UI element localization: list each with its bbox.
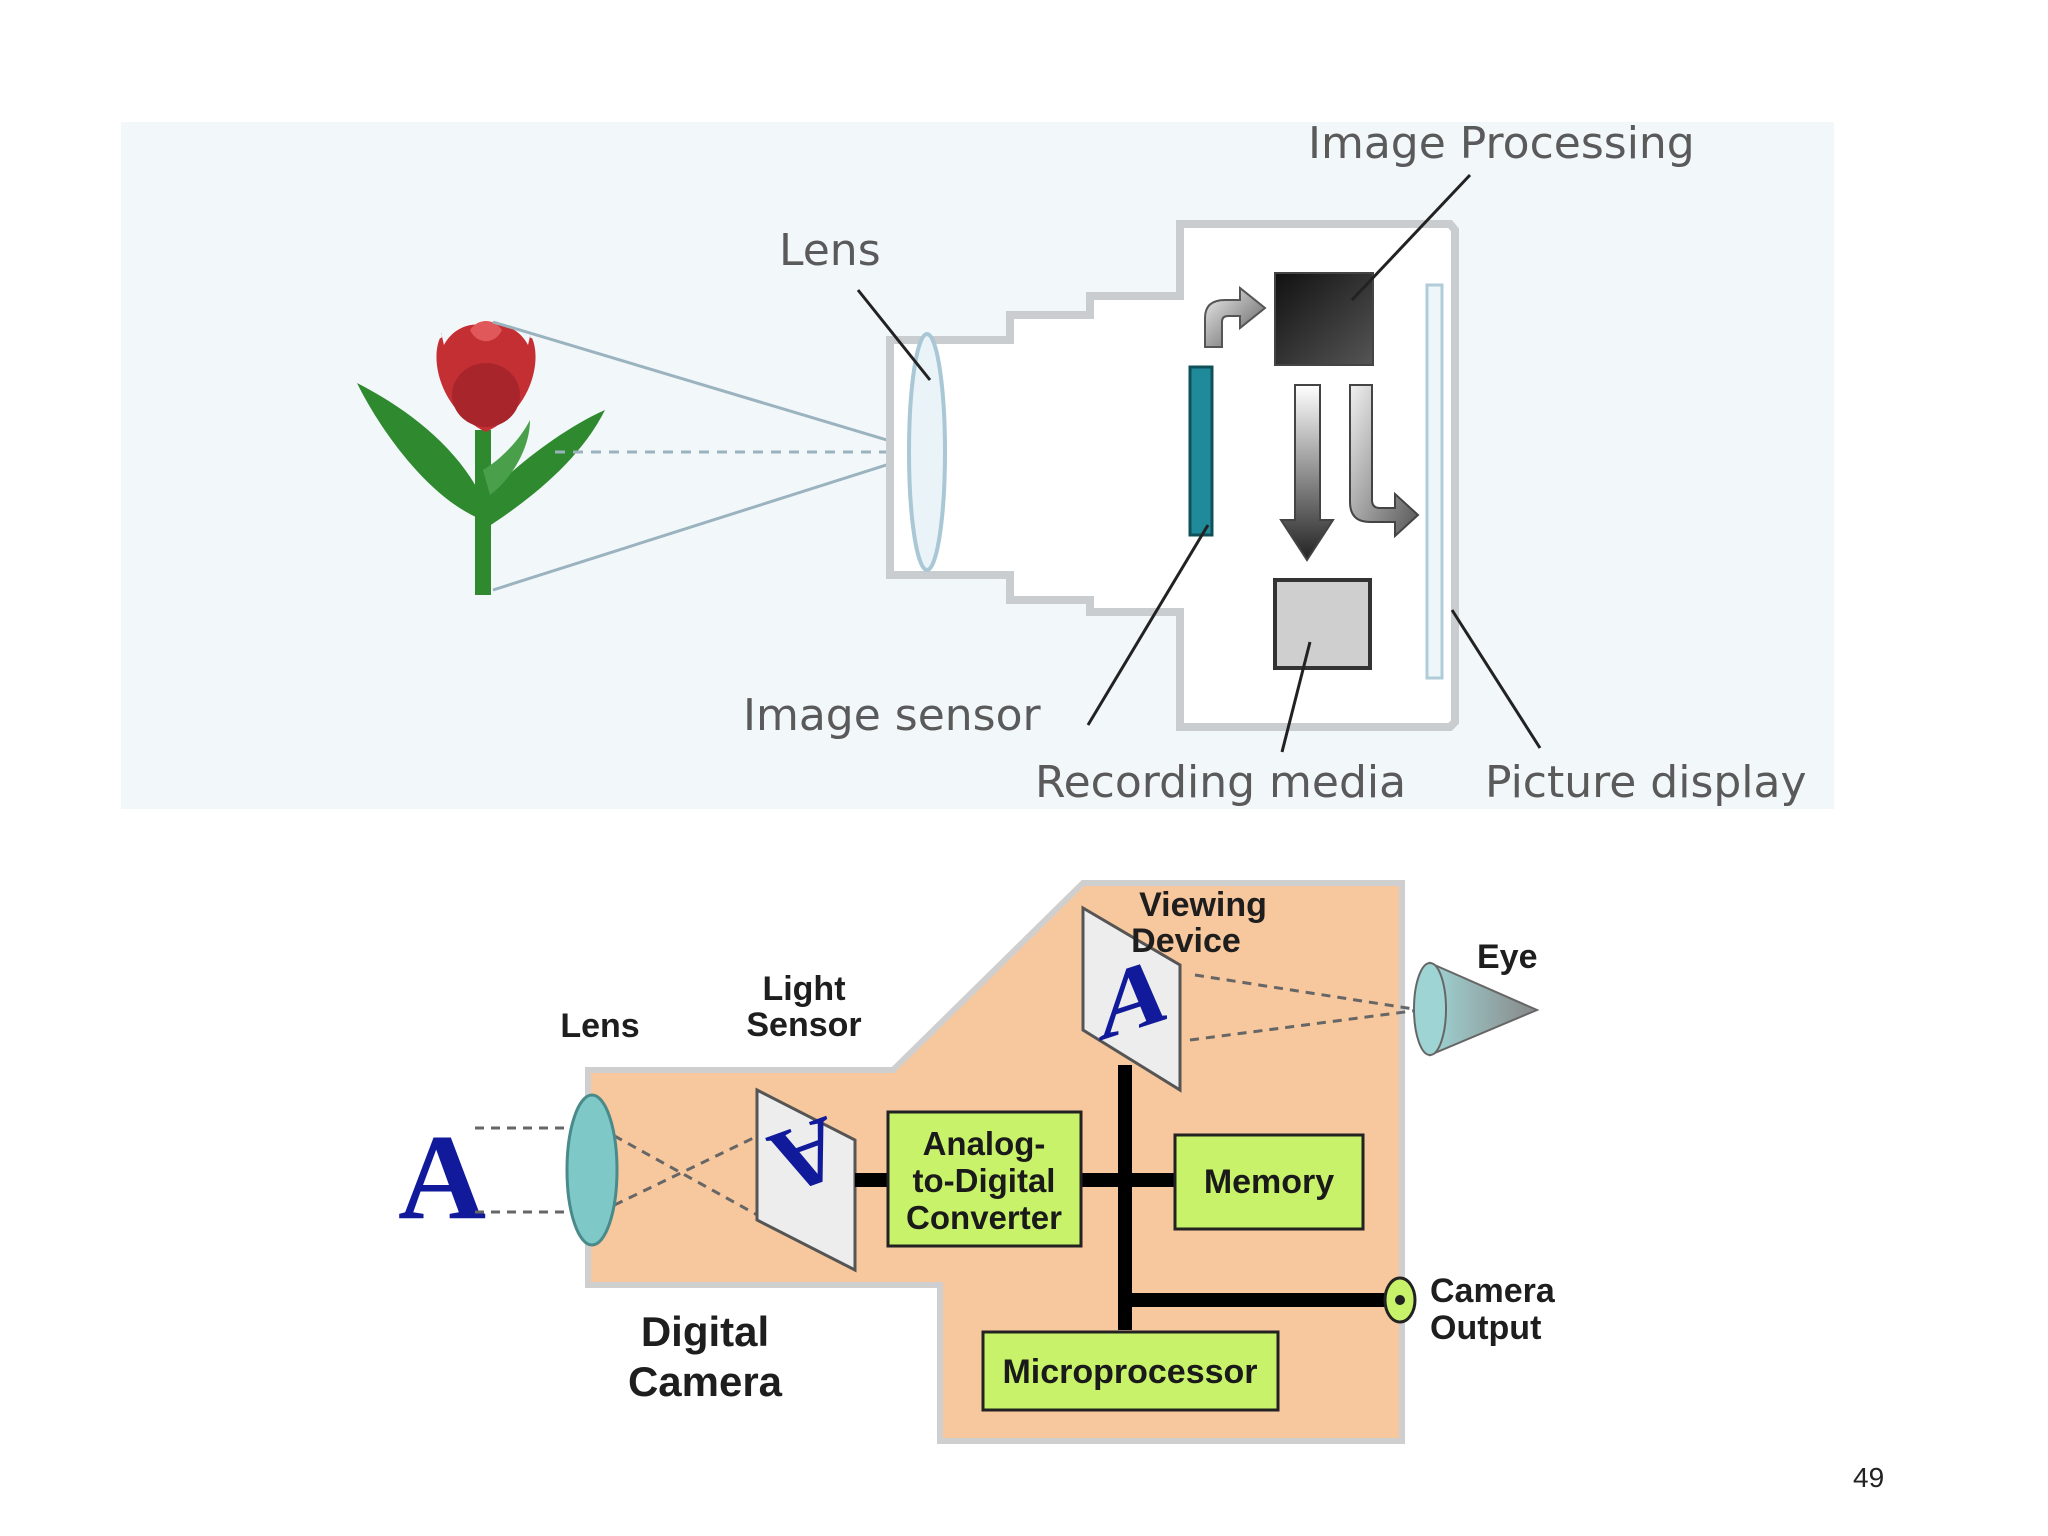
label-picture-display: Picture display	[1485, 757, 1807, 808]
camera-output-label-line1: Camera	[1430, 1272, 1556, 1310]
adc-label-line3: Converter	[906, 1199, 1062, 1236]
arrow-to-processing	[1204, 285, 1267, 348]
recording-media-block	[1273, 578, 1372, 670]
camera-output-label-line2: Output	[1430, 1309, 1541, 1347]
label-lens-top: Lens	[779, 225, 881, 276]
leader-lines	[856, 173, 1542, 753]
tulip-icon	[357, 321, 605, 595]
microprocessor-box	[981, 1330, 1280, 1412]
digital-camera-label-line1: Digital	[641, 1308, 769, 1355]
subject-letter-a: A	[398, 1110, 486, 1245]
viewing-letter-a: A	[1098, 934, 1167, 1063]
top-diagram: Image Processing Lens Image sensor Recor…	[121, 118, 1834, 809]
picture-display	[1425, 283, 1444, 680]
eye-icon	[1413, 961, 1540, 1057]
microprocessor-label: Microprocessor	[1002, 1353, 1257, 1391]
label-image-processing: Image Processing	[1308, 118, 1695, 169]
lens-label-bottom: Lens	[560, 1007, 639, 1045]
light-rays-bottom	[475, 973, 1421, 1224]
memory-box	[1173, 1133, 1365, 1231]
camera-output-port	[1383, 1276, 1417, 1324]
digital-camera-label-line2: Camera	[628, 1358, 783, 1405]
light-sensor-label-line2: Sensor	[746, 1006, 861, 1044]
image-sensor	[1188, 365, 1214, 537]
adc-label-line1: Analog-	[923, 1125, 1046, 1162]
label-recording-media: Recording media	[1035, 757, 1406, 808]
adc-label-line2: to-Digital	[913, 1162, 1056, 1199]
image-processing-block	[1274, 272, 1374, 366]
arrow-down-to-media	[1279, 384, 1335, 562]
lens-element	[907, 332, 947, 572]
label-image-sensor: Image sensor	[743, 690, 1042, 741]
arrow-to-display	[1349, 384, 1420, 539]
bottom-diagram: A A A	[398, 880, 1556, 1444]
light-sensor-label-line1: Light	[762, 970, 845, 1008]
lens-element-bottom	[565, 1093, 619, 1247]
viewing-device-label-line2: Device	[1131, 922, 1241, 960]
viewing-device: A	[1081, 905, 1182, 1093]
memory-label: Memory	[1204, 1163, 1334, 1201]
page-number: 49	[1853, 1462, 1885, 1493]
viewing-device-label-line1: Viewing	[1139, 886, 1267, 924]
adc-box	[886, 1110, 1083, 1248]
data-bus	[855, 1065, 1385, 1330]
eye-label: Eye	[1477, 938, 1538, 976]
